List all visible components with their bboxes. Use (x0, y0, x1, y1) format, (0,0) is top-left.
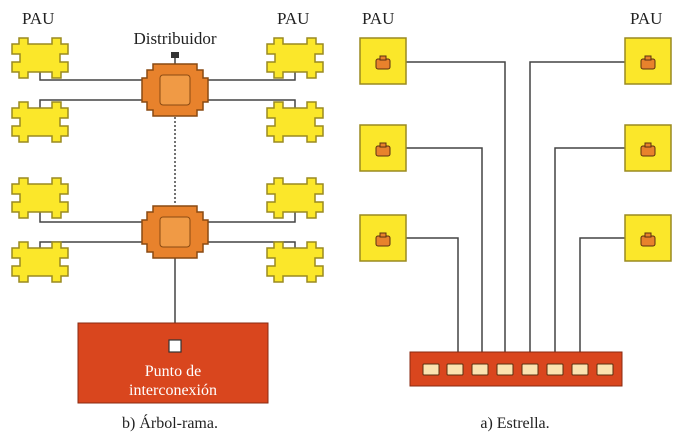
patch-port-icon (471, 363, 489, 376)
interconnection-label-line1: Punto de (145, 363, 201, 380)
star-link (529, 61, 625, 366)
interconnection-port (168, 339, 182, 353)
patch-port-icon (546, 363, 564, 376)
pau-icon (266, 101, 324, 143)
star-topology: PAU PAU a) Estrella. (359, 9, 672, 432)
star-pau-right-label: PAU (630, 9, 662, 28)
pau-icon (266, 37, 324, 79)
tree-pau-left-label: PAU (22, 9, 54, 28)
pau-box-icon (624, 214, 672, 262)
tree-link (200, 210, 296, 223)
tree-link (200, 99, 296, 110)
tree-link (200, 70, 296, 81)
pau-icon (11, 177, 69, 219)
star-pau-left-label: PAU (362, 9, 394, 28)
interconnection-label-line2: interconexión (129, 382, 217, 399)
pau-box-icon (359, 124, 407, 172)
tree-link (39, 210, 150, 223)
patch-port-icon (521, 363, 539, 376)
pau-box-icon (624, 124, 672, 172)
star-link (554, 147, 625, 366)
patch-panel (409, 351, 623, 387)
patch-port-icon (571, 363, 589, 376)
pau-box-icon (359, 214, 407, 262)
pau-icon (266, 241, 324, 283)
patch-panel-ports (422, 363, 614, 376)
star-link (406, 147, 483, 366)
star-link (579, 237, 625, 366)
distributor-icon (141, 63, 209, 117)
star-link (406, 61, 506, 366)
tree-topology: PAU PAU Distribuidor Punto de interconex… (11, 9, 324, 432)
pau-box-icon (624, 37, 672, 85)
distributor-icon (141, 205, 209, 259)
tree-caption: b) Árbol-rama. (122, 413, 218, 432)
tree-link (39, 99, 150, 110)
star-caption: a) Estrella. (480, 415, 549, 432)
tree-link (39, 70, 150, 81)
patch-port-icon (422, 363, 440, 376)
distributor-connector-cap (171, 52, 179, 58)
patch-port-icon (446, 363, 464, 376)
pau-icon (11, 241, 69, 283)
pau-icon (266, 177, 324, 219)
patch-port-icon (596, 363, 614, 376)
distributor-label: Distribuidor (133, 29, 216, 48)
star-wiring (406, 61, 625, 366)
interconnection-point-box (77, 322, 269, 404)
star-link (406, 237, 459, 366)
pau-icon (11, 101, 69, 143)
pau-icon (11, 37, 69, 79)
pau-box-icon (359, 37, 407, 85)
patch-port-icon (496, 363, 514, 376)
tree-pau-right-label: PAU (277, 9, 309, 28)
